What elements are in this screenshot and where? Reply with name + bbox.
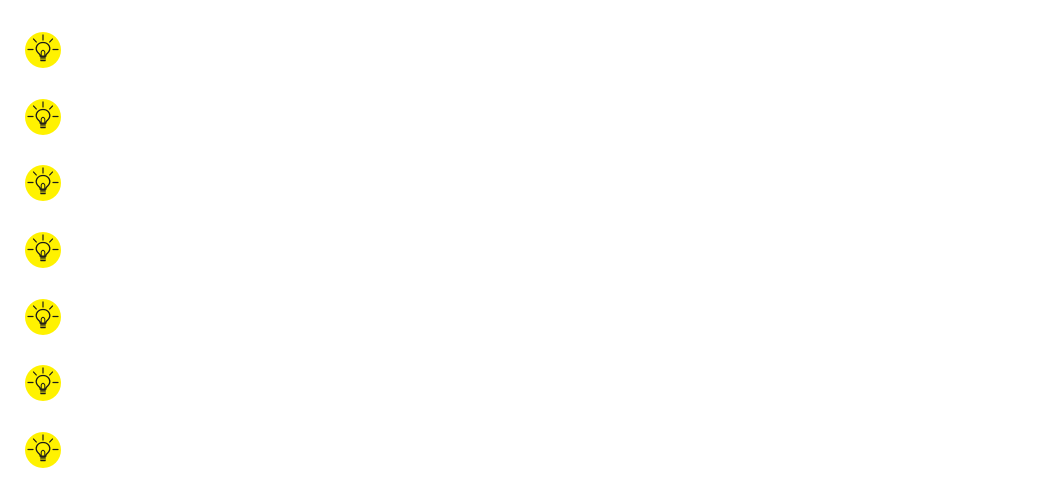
tip-item-2[interactable]: [24, 98, 62, 136]
lightbulb-icon: [24, 164, 62, 202]
lightbulb-icon: [24, 431, 62, 469]
tip-item-1[interactable]: [24, 31, 62, 69]
lightbulb-icon: [24, 298, 62, 336]
tip-item-3[interactable]: [24, 164, 62, 202]
tip-item-4[interactable]: [24, 231, 62, 269]
lightbulb-icon: [24, 364, 62, 402]
tip-item-6[interactable]: [24, 364, 62, 402]
tips-list: [24, 31, 64, 469]
tip-item-5[interactable]: [24, 298, 62, 336]
lightbulb-icon: [24, 231, 62, 269]
lightbulb-icon: [24, 31, 62, 69]
lightbulb-icon: [24, 98, 62, 136]
tip-item-7[interactable]: [24, 431, 62, 469]
